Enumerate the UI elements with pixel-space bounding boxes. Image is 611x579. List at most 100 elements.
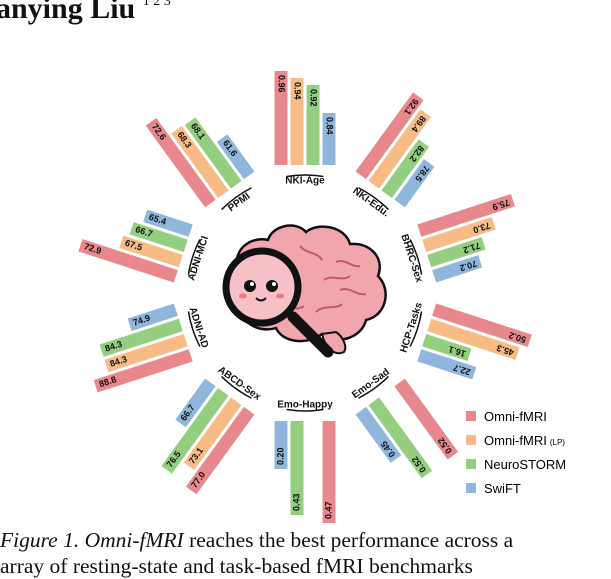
bar-rect: [183, 397, 242, 471]
bar: 70.2: [432, 255, 483, 283]
eye-left: [244, 280, 256, 292]
legend-item-omni: Omni-fMRI: [466, 404, 566, 428]
benchmark-arc: [221, 375, 252, 399]
bar: 0.94: [290, 78, 304, 165]
legend-note-omni-lp: (LP): [549, 437, 565, 447]
bar: 0.96: [274, 71, 288, 165]
bar-rect: [422, 217, 496, 253]
magnifier-lens: [222, 247, 302, 327]
bar-rect: [143, 209, 193, 237]
bar-rect: [322, 113, 336, 165]
chart-legend: Omni-fMRI Omni-fMRI (LP) NeuroSTORM SwiF…: [466, 404, 566, 500]
eye-right: [266, 280, 278, 292]
bar: 16.1: [422, 333, 472, 362]
benchmark-label: BHRC-Sex: [398, 233, 424, 284]
legend-swatch-neurostorm: [466, 459, 476, 469]
bar-rect: [417, 194, 515, 237]
brain-fold: [323, 275, 351, 281]
bar-rect: [127, 303, 178, 331]
bar: 74.9: [127, 303, 178, 331]
bar-rect: [368, 397, 433, 479]
bar-rect: [161, 388, 229, 474]
legend-label-swift: SwiFT: [484, 480, 521, 496]
eye-right-shine: [272, 282, 276, 286]
brain-fold: [335, 260, 361, 268]
benchmark-group: NKI-Edu.92.189.482.278.5: [350, 92, 435, 219]
bar: 66.7: [129, 222, 188, 253]
legend-item-swift: SwiFT: [466, 476, 566, 500]
bar-value-label: 0.47: [323, 501, 333, 519]
bar-rect: [216, 134, 255, 180]
bar: 75.9: [417, 194, 515, 237]
bar-rect: [129, 222, 188, 253]
bar: 22.7: [417, 349, 477, 380]
bar: 71.2: [427, 237, 486, 268]
bar-value-label: 0.96: [277, 75, 287, 93]
benchmark-arc: [358, 375, 389, 399]
author-affiliations: 1 2 3: [142, 0, 171, 9]
legend-label-omni: Omni-fMRI: [484, 408, 547, 424]
bar-rect: [184, 117, 242, 189]
caption-figure-label: Figure 1.: [0, 528, 80, 552]
author-name: anying Liu: [0, 0, 136, 25]
bar-rect: [274, 71, 288, 165]
bar: 0.20: [274, 421, 288, 469]
bar-rect: [185, 406, 255, 495]
bar-value-label: 0.94: [293, 82, 303, 100]
caption-text-1: reaches the best performance across a: [183, 528, 514, 552]
benchmark-arc: [358, 187, 389, 211]
benchmark-label: Emo-Happy: [277, 400, 333, 411]
bar-rect: [417, 349, 477, 380]
bar-rect: [427, 318, 520, 360]
brain-fold: [299, 245, 323, 261]
benchmark-arc: [187, 311, 201, 347]
benchmark-label: HCP-Tasks: [398, 301, 425, 354]
bar-rect: [306, 85, 320, 165]
bar: 0.84: [322, 113, 336, 165]
bar: 84.3: [104, 333, 188, 373]
cheek-left: [239, 293, 247, 299]
bar-rect: [432, 303, 532, 347]
bar-rect: [93, 349, 193, 393]
bar-rect: [322, 421, 336, 523]
figure-caption: Figure 1. Omni-fMRI reaches the best per…: [0, 527, 611, 579]
benchmark-label: ADNI-MCI: [186, 235, 211, 282]
benchmark-arc: [187, 239, 201, 275]
benchmark-arc: [286, 408, 324, 412]
brain-face: [239, 280, 284, 302]
bar-rect: [290, 421, 304, 515]
benchmark-arc: [286, 174, 324, 178]
bar-rect: [427, 237, 486, 268]
bar: 67.5: [119, 235, 183, 268]
legend-swatch-swift: [466, 483, 476, 493]
benchmark-arc: [409, 239, 423, 275]
bar-rect: [381, 139, 430, 198]
bar-value-label: 0.43: [291, 493, 301, 511]
bar-rect: [422, 333, 472, 362]
bar-rect: [394, 159, 435, 208]
bar-rect: [368, 109, 431, 189]
bar: 0.43: [290, 421, 304, 515]
caption-method-name: Omni-fMRI: [84, 528, 184, 552]
eye-left-shine: [250, 282, 254, 286]
caption-line-2: array of resting-state and task-based fM…: [0, 554, 473, 578]
bar: 0.92: [306, 85, 320, 165]
bar-rect: [175, 378, 216, 428]
legend-swatch-omni-lp: [466, 435, 476, 445]
bar-rect: [145, 118, 216, 208]
brain-fold: [339, 288, 367, 296]
magnifier-icon: [222, 247, 334, 358]
bar-rect: [78, 239, 178, 283]
bar: 73.0: [422, 217, 496, 253]
bar-rect: [432, 255, 483, 283]
legend-label-omni-lp: Omni-fMRI: [484, 432, 547, 448]
caption-line-1: Figure 1. Omni-fMRI reaches the best per…: [0, 527, 611, 553]
bar-value-label: 0.92: [309, 89, 319, 107]
